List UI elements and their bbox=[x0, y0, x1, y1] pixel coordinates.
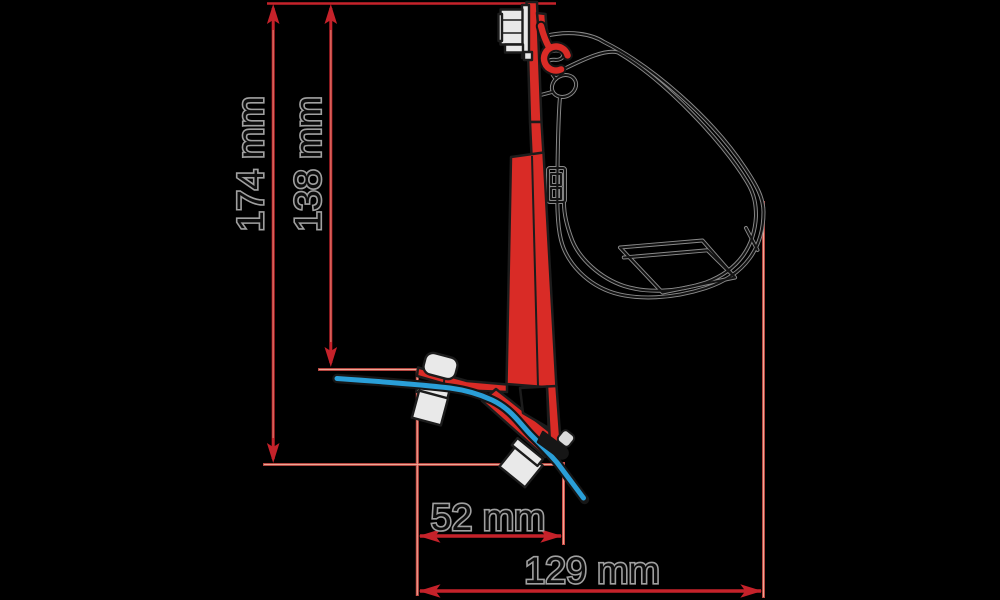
svg-text:52 mm: 52 mm bbox=[431, 496, 546, 538]
svg-text:174 mm: 174 mm bbox=[229, 96, 271, 231]
svg-text:138 mm: 138 mm bbox=[287, 96, 329, 231]
svg-text:129 mm: 129 mm bbox=[524, 549, 659, 591]
